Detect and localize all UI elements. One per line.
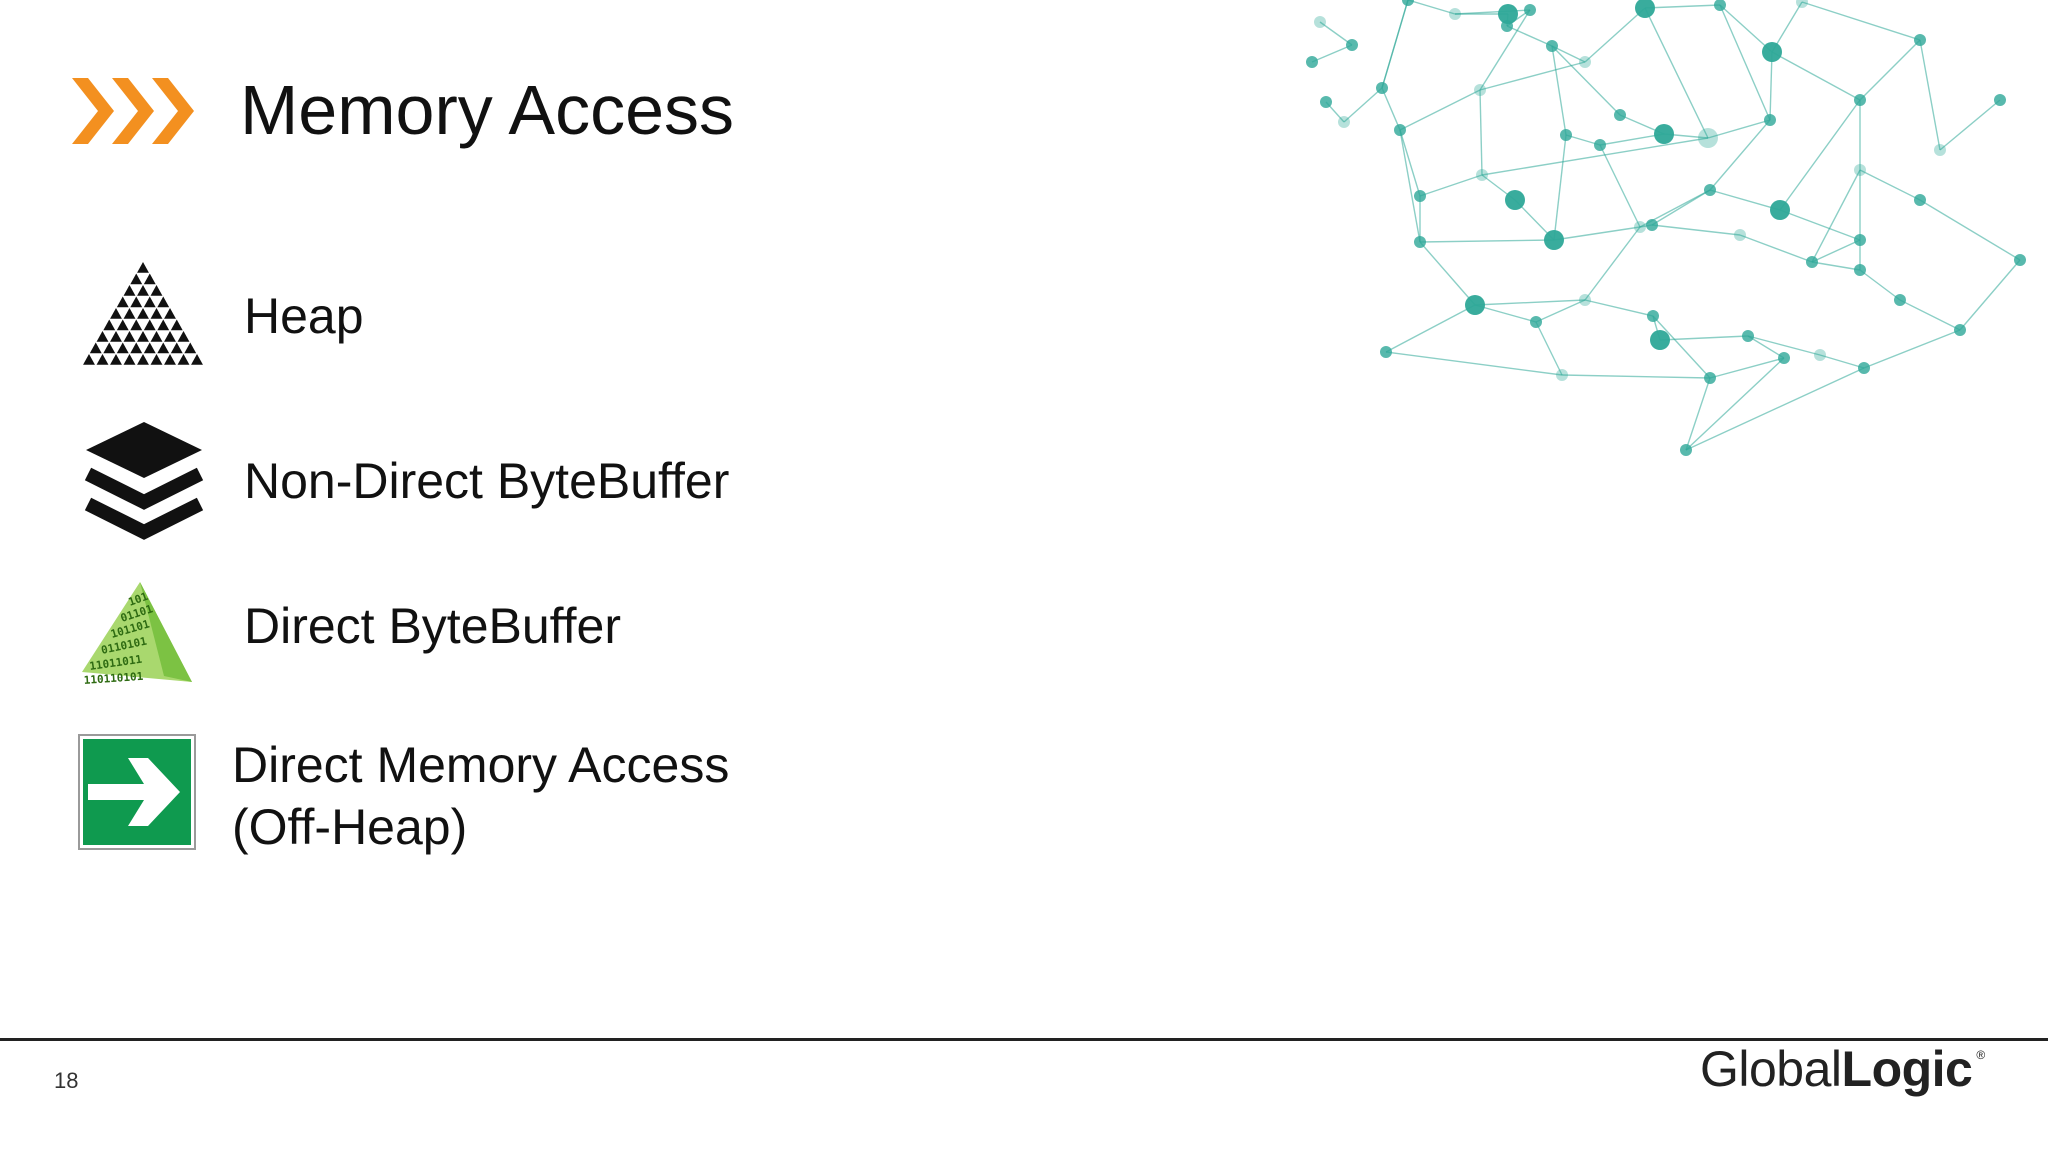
- svg-text:110110101: 110110101: [83, 670, 144, 687]
- brand-logo: GlobalLogic®: [1700, 1040, 1985, 1098]
- item-label-heap: Heap: [244, 288, 364, 344]
- item-label-direct-bytebuffer: Direct ByteBuffer: [244, 598, 622, 654]
- pyramid-icon: [83, 262, 203, 365]
- brand-logo-registered: ®: [1976, 1048, 1985, 1062]
- page-number: 18: [54, 1068, 79, 1093]
- binary-icon: 101 01101 101101 0110101 11011011 110110…: [82, 582, 192, 687]
- brand-logo-part1: Global: [1700, 1041, 1842, 1097]
- layers-icon: [84, 422, 204, 540]
- item-label-direct-memory-access: Direct Memory Access: [232, 737, 730, 793]
- footer-divider: [0, 1038, 2048, 1041]
- network-graphic: [1306, 0, 2026, 456]
- chevron-triple-icon: [72, 78, 194, 144]
- page-title: Memory Access: [240, 71, 734, 149]
- item-label-non-direct-bytebuffer: Non-Direct ByteBuffer: [244, 453, 730, 509]
- brand-logo-part2: Logic: [1841, 1041, 1973, 1097]
- item-label-off-heap: (Off-Heap): [232, 799, 468, 855]
- arrow-right-sign-icon: [78, 734, 196, 850]
